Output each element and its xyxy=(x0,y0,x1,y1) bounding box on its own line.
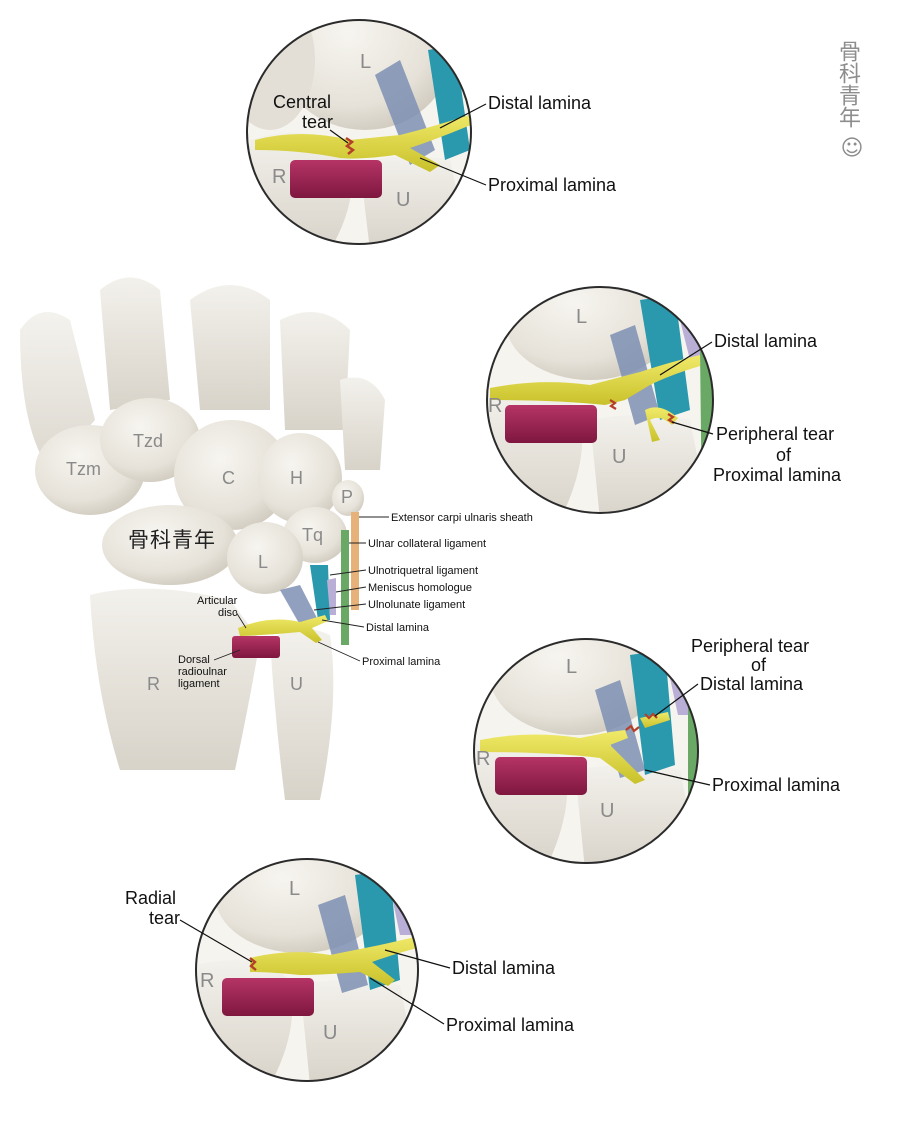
label-peripheral-tear: Peripheral tear xyxy=(691,636,809,656)
bone-label-U: U xyxy=(323,1022,337,1044)
bone-label-L: L xyxy=(289,878,300,900)
central-tear-mark xyxy=(344,136,356,155)
peripheral-tear-mark xyxy=(667,413,675,424)
proximal-lamina xyxy=(480,730,645,784)
label-proximal-lamina: Proximal lamina xyxy=(712,775,841,795)
label-articular: Articular xyxy=(197,595,238,607)
bone-label-U: U xyxy=(600,800,614,822)
watermark-side-text: 骨科青年 xyxy=(835,40,860,128)
panel-central-tear: L R U Central tear Distal lamina Proxima… xyxy=(246,19,617,245)
ulna-bone xyxy=(300,980,418,1081)
pisiform-bone xyxy=(332,480,364,516)
ulnolunate-ligament xyxy=(280,585,318,625)
ulnolunate-ligament xyxy=(595,680,645,778)
bone-label-R: R xyxy=(488,395,502,417)
dorsal-radioulnar-ligament xyxy=(232,636,280,658)
label-distal-lamina: Distal lamina xyxy=(452,958,556,978)
dorsal-radioulnar-ligament xyxy=(505,405,597,443)
bone-label-R: R xyxy=(200,970,214,992)
ulnotriquetral-ligament xyxy=(428,45,470,160)
label-distal-lamina: Distal lamina xyxy=(488,93,592,113)
bone-label-U: U xyxy=(290,674,303,694)
label-proximal-lamina: Proximal lamina xyxy=(362,656,441,668)
bone-label-L: L xyxy=(258,552,268,572)
panel-peripheral-distal-tear: L R U Peripheral tear of Distal lamina P… xyxy=(473,636,841,864)
label-of: of xyxy=(776,445,792,465)
wrist-anatomy: Tzm Tzd C H P Tq L R U Extensor carpi ul… xyxy=(20,277,533,800)
bone-label-R: R xyxy=(476,748,490,770)
label-tear: tear xyxy=(149,908,180,928)
label-peripheral-tear: Peripheral tear xyxy=(716,424,834,444)
dorsal-radioulnar-ligament xyxy=(222,978,314,1016)
bone-label-U: U xyxy=(612,446,626,468)
label-ecu-sheath: Extensor carpi ulnaris sheath xyxy=(391,512,533,524)
bone-label-P: P xyxy=(341,487,353,507)
radius-bone xyxy=(90,588,260,770)
dorsal-radioulnar-ligament xyxy=(495,757,587,795)
capitate-bone xyxy=(174,420,290,530)
label-ulnar-collateral: Ulnar collateral ligament xyxy=(368,538,486,550)
bone-label-R: R xyxy=(272,166,286,188)
label-ulnotriquetral: Ulnotriquetral ligament xyxy=(368,565,478,577)
label-meniscus: Meniscus homologue xyxy=(368,582,472,594)
radial-tear-mark xyxy=(249,957,257,971)
bone-label-L: L xyxy=(566,656,577,678)
meniscus-homologue xyxy=(327,578,336,615)
label-proximal-lamina: Proximal lamina xyxy=(713,465,842,485)
bone-label-Tzm: Tzm xyxy=(66,459,101,479)
bone-label-Tzd: Tzd xyxy=(133,431,163,451)
distal-lamina-torn-end xyxy=(640,712,670,728)
bone-label-L: L xyxy=(360,51,371,73)
bone-label-U: U xyxy=(396,189,410,211)
ulna-bone xyxy=(270,628,334,800)
watermark-center: 骨科青年 xyxy=(128,528,216,552)
tfcc-laminae xyxy=(250,935,418,986)
label-proximal-lamina: Proximal lamina xyxy=(446,1015,575,1035)
label-distal-lamina: Distal lamina xyxy=(700,674,804,694)
label-distal-lamina: Distal lamina xyxy=(366,622,430,634)
scaphoid-bone xyxy=(102,505,238,585)
label-proximal-lamina: Proximal lamina xyxy=(488,175,617,195)
label-distal-lamina: Distal lamina xyxy=(714,331,818,351)
label-tear: tear xyxy=(302,112,333,132)
label-radioulnar: radioulnar xyxy=(178,666,227,678)
label-ulnolunate: Ulnolunate ligament xyxy=(368,599,465,611)
bone-label-C: C xyxy=(222,468,235,488)
watermark-side: 骨科青年 ☺ xyxy=(832,40,872,164)
panel-peripheral-proximal-tear: L R U Distal lamina Peripheral tear of P… xyxy=(486,286,842,514)
ulnotriquetral-ligament xyxy=(310,565,330,620)
articular-disc xyxy=(238,615,328,643)
label-radial: Radial xyxy=(125,888,176,908)
hamate-bone xyxy=(258,433,342,523)
dorsal-radioulnar-ligament xyxy=(290,160,382,198)
tfcc-laminae xyxy=(255,112,471,172)
ulnotriquetral-ligament xyxy=(640,295,690,420)
peripheral-tear-mark xyxy=(625,724,640,733)
label-ligament: ligament xyxy=(178,678,220,690)
bone-label-L: L xyxy=(576,306,587,328)
lunate-bone xyxy=(227,522,303,594)
panel-radial-tear: L R U Radial tear Distal lamina Proximal… xyxy=(125,858,575,1082)
label-dorsal: Dorsal xyxy=(178,654,210,666)
ulnar-collateral-ligament xyxy=(341,530,349,645)
label-central: Central xyxy=(273,92,331,112)
bone-label-H: H xyxy=(290,468,303,488)
bone-label-Tq: Tq xyxy=(302,525,323,545)
bone-label-R: R xyxy=(147,674,160,694)
trapezoid-bone xyxy=(100,398,200,482)
label-of: of xyxy=(751,655,767,675)
label-disc: disc xyxy=(218,607,238,619)
wechat-icon: ☺ xyxy=(840,136,864,161)
ecu-sheath xyxy=(351,512,359,610)
ulnotriquetral-ligament xyxy=(630,650,675,775)
distal-lamina xyxy=(490,355,700,405)
